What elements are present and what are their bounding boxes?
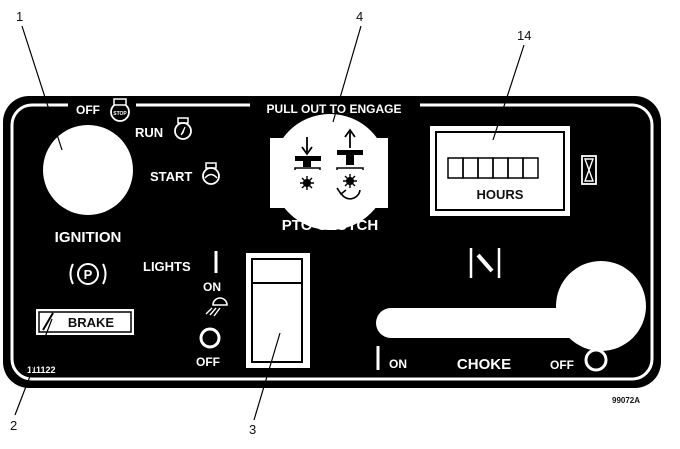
engine-start-icon: [202, 162, 220, 185]
lights-off-label: OFF: [196, 355, 220, 369]
headlight-icon: [205, 297, 228, 317]
brake-label: BRAKE: [68, 315, 115, 330]
figure-code: 99072A: [612, 396, 640, 405]
choke-off-icon: [584, 348, 608, 372]
callout-line-3: [253, 332, 281, 421]
hour-meter: [430, 126, 570, 216]
callout-line-14: [492, 44, 525, 141]
choke-icon: [469, 248, 501, 278]
ignition-run-label: RUN: [135, 125, 163, 140]
engine-stop-icon: [110, 98, 130, 122]
ignition-start-label: START: [150, 169, 192, 184]
pull-out-to-engage-label: PULL OUT TO ENGAGE: [267, 102, 402, 116]
choke-on-label: ON: [389, 357, 407, 371]
parking-brake-icon: [69, 263, 107, 285]
callout-line-4: [332, 25, 362, 123]
hour-meter-digits: [447, 157, 539, 179]
pto-clutch-knob[interactable]: [272, 114, 388, 230]
lights-rocker-switch[interactable]: [246, 253, 310, 368]
pto-engage-icon: [336, 128, 364, 200]
choke-knob[interactable]: [556, 261, 646, 351]
callout-line-1: [21, 25, 63, 151]
choke-label: CHOKE: [457, 356, 511, 373]
stop-badge-text: STOP: [113, 111, 127, 117]
ignition-switch[interactable]: [43, 125, 133, 215]
lights-on-label: ON: [203, 280, 221, 294]
parking-brake-symbol-text: P: [84, 267, 93, 282]
callout-4: 4: [356, 9, 363, 24]
ignition-off-label: OFF: [76, 103, 100, 117]
hours-label: HOURS: [477, 187, 524, 202]
engine-run-icon: [174, 117, 192, 140]
callout-2: 2: [10, 418, 17, 433]
callout-14: 14: [517, 28, 531, 43]
part-number: 111122: [27, 365, 56, 375]
callout-line-2: [14, 318, 53, 416]
choke-off-label: OFF: [550, 358, 574, 372]
hourglass-icon: [581, 155, 597, 185]
lights-label: LIGHTS: [143, 259, 191, 274]
callout-3: 3: [249, 422, 256, 437]
ignition-label: IGNITION: [55, 229, 122, 246]
pto-disengage-icon: [294, 137, 321, 190]
choke-slider-track: [376, 308, 594, 338]
lights-off-icon: [199, 327, 221, 349]
callout-1: 1: [16, 9, 23, 24]
